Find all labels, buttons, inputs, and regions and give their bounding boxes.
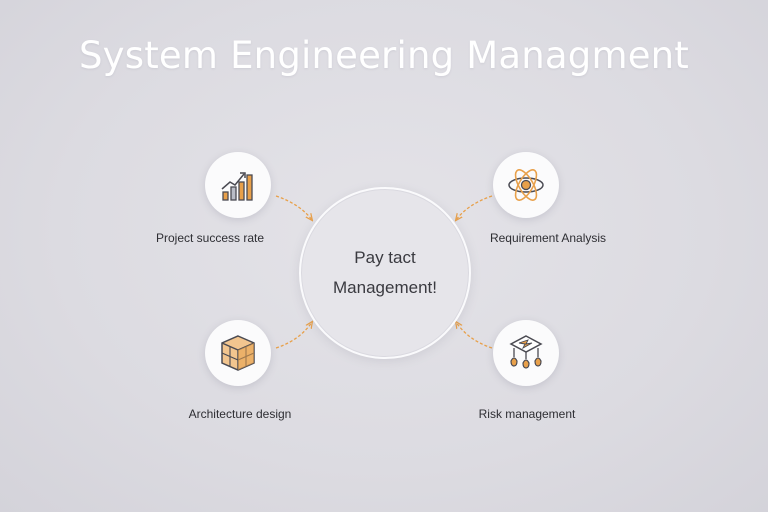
node-architecture-design [205, 320, 271, 386]
risk-diagram-icon [509, 335, 543, 369]
arrow-architecture [275, 322, 312, 349]
arrow-requirement [456, 195, 493, 220]
label-architecture-design: Architecture design [188, 407, 292, 421]
center-hub: Pay tact Management! [299, 187, 471, 359]
page-title: System Engineering Managment [78, 34, 690, 77]
arrow-project-success [275, 195, 312, 220]
cube-structure-icon [221, 335, 255, 371]
label-requirement-analysis: Requirement Analysis [489, 231, 607, 245]
bar-chart-growth-icon [221, 172, 253, 201]
node-risk-management [493, 320, 559, 386]
center-text-line1: Pay tact [354, 248, 416, 267]
label-project-success-rate: Project success rate [155, 231, 265, 245]
label-risk-management: Risk management [478, 407, 576, 421]
center-text-line2: Management! [333, 278, 437, 297]
atom-icon [508, 169, 544, 201]
node-requirement-analysis [493, 152, 559, 218]
arrow-risk [456, 322, 493, 349]
node-project-success-rate [205, 152, 271, 218]
